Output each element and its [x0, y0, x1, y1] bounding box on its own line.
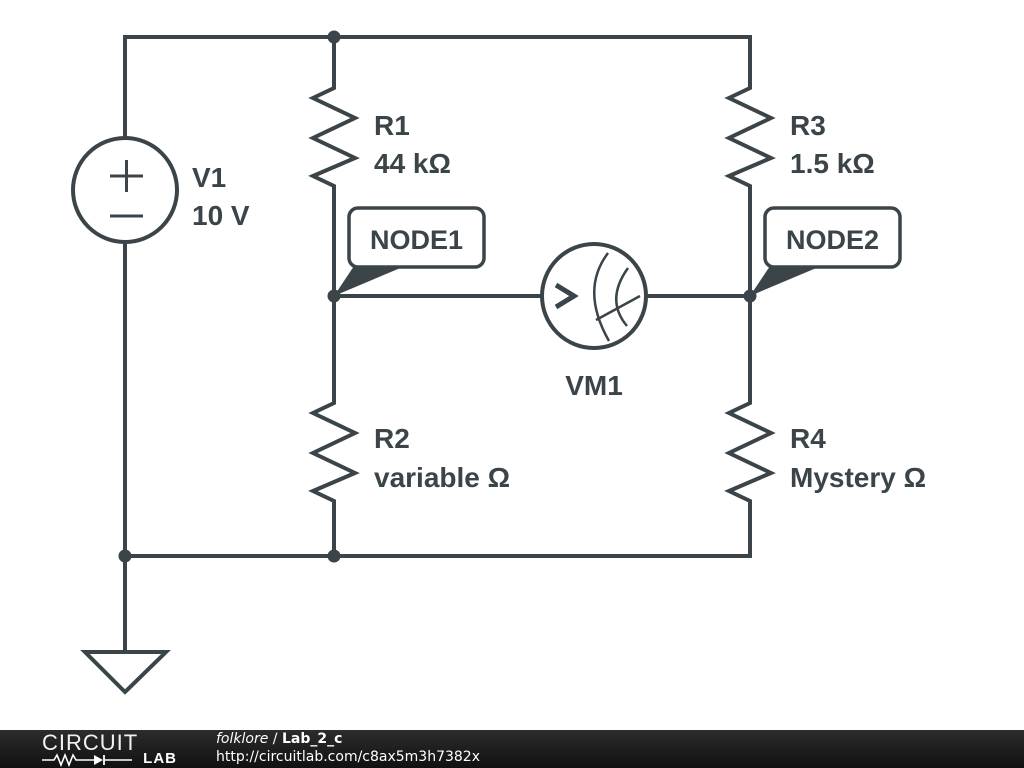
r2-value-label: variable Ω	[374, 462, 510, 493]
r4-name-label: R4	[790, 423, 826, 454]
r3-value-label: 1.5 kΩ	[790, 148, 875, 179]
resistor-icon	[308, 395, 360, 505]
project-name[interactable]: Lab_2_c	[281, 731, 343, 747]
node2-label: NODE2	[786, 225, 879, 255]
footer-bar: CIRCUIT LAB folklore / Lab_2_c http://ci…	[0, 730, 1024, 768]
title-separator: /	[268, 731, 282, 747]
node-label-node1[interactable]: NODE1	[334, 206, 486, 296]
logo-text-circuit: CIRCUIT	[42, 730, 139, 755]
resistor-r4[interactable]: R4 Mystery Ω	[724, 395, 926, 505]
vm1-name-label: VM1	[565, 370, 623, 401]
voltmeter-needle	[595, 294, 641, 322]
voltage-source-icon	[71, 136, 179, 244]
wires	[123, 35, 752, 654]
voltmeter-icon	[540, 242, 648, 350]
wire-top[interactable]	[123, 35, 752, 140]
logo-text-lab: LAB	[143, 750, 177, 767]
voltmeter-arc-2	[615, 267, 630, 327]
owner-link[interactable]: folklore	[216, 731, 269, 747]
circuit-url-link[interactable]: http://circuitlab.com/c8ax5m3h7382x	[216, 749, 481, 765]
voltmeter-chevron	[554, 282, 579, 310]
v1-name-label: V1	[192, 162, 226, 193]
r1-value-label: 44 kΩ	[374, 148, 451, 179]
resistor-r2[interactable]: R2 variable Ω	[308, 395, 510, 505]
node-label-box	[763, 206, 902, 269]
footer-title: folklore / Lab_2_c	[216, 731, 342, 747]
voltmeter-vm1[interactable]: VM1	[540, 242, 648, 401]
r2-name-label: R2	[374, 423, 410, 454]
node1-label: NODE1	[370, 225, 463, 255]
junction-dot-bottom-left	[118, 549, 132, 563]
junction-dot-bottom-mid	[327, 549, 341, 563]
r4-value-label: Mystery Ω	[790, 462, 926, 493]
r1-name-label: R1	[374, 110, 410, 141]
voltage-source-v1[interactable]: V1 10 V	[71, 136, 250, 244]
r3-name-label: R3	[790, 110, 826, 141]
node-label-node2[interactable]: NODE2	[750, 206, 902, 296]
circuitlab-logo[interactable]: CIRCUIT LAB	[42, 730, 177, 767]
resistor-r3[interactable]: R3 1.5 kΩ	[724, 80, 875, 190]
resistor-icon	[724, 395, 776, 505]
node-label-pointer	[750, 266, 821, 296]
ground-icon[interactable]	[80, 650, 171, 695]
junction-dot-top	[327, 30, 341, 44]
node-label-pointer	[334, 266, 405, 296]
resistor-icon	[724, 80, 776, 190]
schematic-canvas: V1 10 V R1 44 kΩ R3 1.5 kΩ R2 variable Ω…	[71, 30, 926, 695]
v1-value-label: 10 V	[192, 200, 250, 231]
logo-resistor-diode-icon	[42, 753, 132, 767]
node-label-box	[347, 206, 486, 269]
voltmeter-arc-1	[593, 252, 611, 342]
resistor-r1[interactable]: R1 44 kΩ	[308, 80, 451, 190]
wire-bottom[interactable]	[123, 241, 752, 558]
resistor-icon	[308, 80, 360, 190]
